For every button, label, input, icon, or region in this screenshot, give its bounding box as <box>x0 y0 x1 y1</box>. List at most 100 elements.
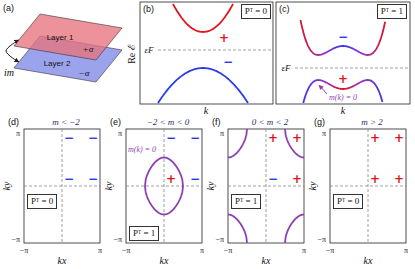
sign-label: + <box>370 132 380 144</box>
tick-label: −π <box>215 236 224 244</box>
tick-label: −π <box>326 247 335 255</box>
layer-label: +α <box>83 45 94 54</box>
sign-label: − <box>88 173 98 185</box>
tick-label: −π <box>122 247 131 255</box>
zero-contour <box>228 215 247 244</box>
layer-label: Layer 2 <box>44 60 71 68</box>
axis-label: ky <box>104 182 114 191</box>
tick-label: π <box>322 130 326 138</box>
fermi-label: εF <box>144 46 153 55</box>
sign-label: − <box>223 56 233 68</box>
condition-label: m < −2 <box>52 118 80 127</box>
layer-sheet: Layer 1 +α <box>14 14 122 60</box>
parity-box: Pᵀ = 0 <box>27 194 57 209</box>
panel-tag: (g) <box>314 118 325 127</box>
tick-label: −π <box>11 236 20 244</box>
plot-frame <box>228 129 304 243</box>
plot-frame <box>276 2 410 104</box>
parity-label: Pᵀ = 0 <box>31 196 53 207</box>
axis-label: kx <box>262 256 271 266</box>
sign-label: − <box>190 173 200 185</box>
axis-label: kx <box>364 256 373 266</box>
tick-label: −π <box>224 247 233 255</box>
axis-label: k <box>204 106 208 116</box>
sign-label: − <box>64 173 74 185</box>
plot-frame <box>126 129 202 243</box>
tick-label: π <box>404 247 408 255</box>
zero-contour <box>228 129 247 158</box>
tick-label: π <box>200 247 204 255</box>
axis-dash <box>228 186 304 187</box>
sign-label: − <box>190 132 200 144</box>
contour-label: m(k) = 0 <box>329 94 357 102</box>
zero-contour <box>285 129 304 158</box>
lower-band <box>158 68 248 103</box>
leader-arrow <box>319 85 327 94</box>
sign-label: − <box>88 132 98 144</box>
fermi-level <box>158 50 271 51</box>
panel-tag: (b) <box>143 5 154 14</box>
condition-label: −2 < m < 0 <box>147 118 190 127</box>
sign-label: + <box>394 132 404 144</box>
sign-label: + <box>219 32 229 44</box>
sign-label: + <box>292 132 302 144</box>
axis-label: Re ℰ <box>127 44 137 64</box>
axis-label: kx <box>58 256 67 266</box>
tick-label: π <box>16 130 20 138</box>
parity-box: Pᵀ = 1 <box>129 226 159 241</box>
parity-label: Pᵀ = 1 <box>235 196 257 207</box>
layer-plane <box>14 36 122 82</box>
contour-label: m(k) = 0 <box>128 146 156 154</box>
parity-box: Pᵀ = 1 <box>231 194 261 209</box>
plot-frame <box>140 2 273 104</box>
sign-label: + <box>292 173 302 185</box>
upper-band <box>301 20 386 55</box>
parity-label: Pᵀ = 1 <box>381 6 403 17</box>
axis-label: ky <box>206 182 216 191</box>
sign-label: + <box>394 173 404 185</box>
axis-label: ky <box>308 182 318 191</box>
tick-label: π <box>98 247 102 255</box>
zero-contour <box>145 158 183 215</box>
condition-label: m > 2 <box>361 118 383 127</box>
upper-band <box>173 4 233 32</box>
sign-label: − <box>64 132 74 144</box>
sign-label: + <box>268 132 278 144</box>
sign-label: − <box>338 31 348 43</box>
sign-label: − <box>166 132 176 144</box>
panel-tag: (a) <box>3 4 14 13</box>
panel-tag: (d) <box>8 118 19 127</box>
tick-label: −π <box>317 236 326 244</box>
parity-box: Pᵀ = 0 <box>333 194 363 209</box>
parity-box: Pᵀ = 1 <box>377 4 407 19</box>
tick-label: π <box>220 130 224 138</box>
sign-label: + <box>338 73 348 85</box>
fermi-label: εF <box>281 64 290 73</box>
axis-label: ky <box>2 182 12 191</box>
layer-label: −α <box>79 69 90 78</box>
plot-frame <box>330 129 406 243</box>
panel-tag: (e) <box>110 118 121 127</box>
axis-dash <box>126 186 202 187</box>
axis-dash <box>330 186 406 187</box>
condition-label: 0 < m < 2 <box>252 118 289 127</box>
tick-label: π <box>118 130 122 138</box>
layer-label: Layer 1 <box>47 34 74 42</box>
sign-label: + <box>166 173 176 185</box>
parity-label: Pᵀ = 0 <box>337 196 359 207</box>
tick-label: −π <box>20 247 29 255</box>
axis-label: kx <box>160 256 169 266</box>
panel-tag: (c) <box>279 5 290 14</box>
parity-box: Pᵀ = 0 <box>241 4 271 19</box>
edge-label: im <box>4 68 14 78</box>
axis-label: k <box>341 106 345 116</box>
fermi-level <box>295 68 408 69</box>
sign-label: − <box>268 173 278 185</box>
plot-frame <box>24 129 100 243</box>
tick-label: −π <box>113 236 122 244</box>
parity-label: Pᵀ = 1 <box>133 228 155 239</box>
sign-label: + <box>370 173 380 185</box>
tick-label: π <box>302 247 306 255</box>
axis-dash <box>24 186 100 187</box>
